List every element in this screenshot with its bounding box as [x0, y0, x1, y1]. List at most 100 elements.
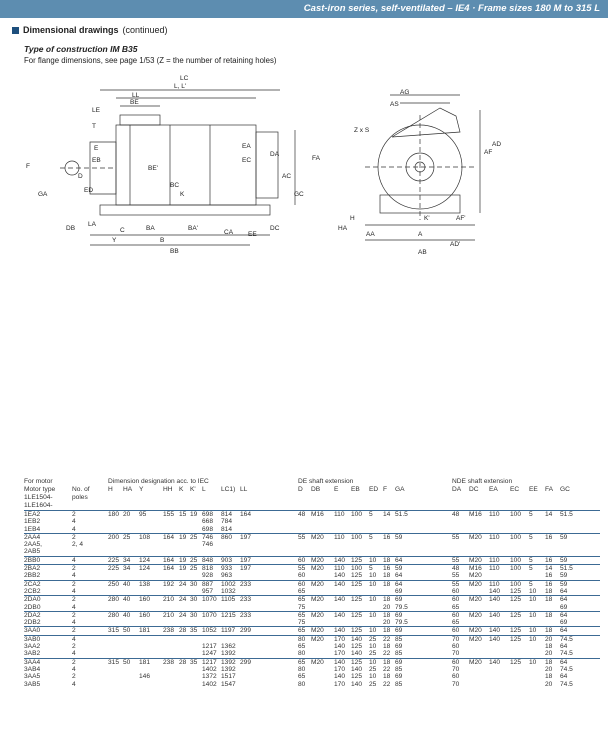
- table-cell: 125: [351, 643, 363, 651]
- dimension-table: For motor Dimension designation acc. to …: [24, 478, 600, 688]
- table-cell: 24: [179, 580, 187, 588]
- table-cell: 18: [383, 627, 391, 635]
- table-cell: 5: [529, 511, 533, 518]
- table-cell: 65: [298, 673, 306, 681]
- table-cell: 65: [452, 603, 460, 611]
- th-no-of: No. of: [72, 486, 90, 493]
- table-cell: 125: [351, 572, 363, 580]
- table-cell: 50: [123, 658, 131, 666]
- label-gc: GC: [294, 191, 304, 198]
- table-cell: 2CB2: [24, 587, 41, 595]
- label-ee: EE: [248, 231, 257, 238]
- th-col: L: [202, 486, 206, 493]
- table-cell: 225: [108, 556, 120, 564]
- table-cell: 65: [298, 643, 306, 651]
- table-cell: 110: [334, 533, 345, 541]
- table-cell: 25: [190, 533, 198, 541]
- table-cell: 4: [72, 518, 76, 526]
- table-cell: M20: [469, 611, 482, 619]
- table-cell: 100: [510, 580, 522, 588]
- table-cell: 25: [190, 556, 198, 564]
- table-cell: 210: [163, 596, 175, 604]
- table-cell: 140: [489, 627, 501, 635]
- table-cell: M20: [311, 611, 324, 619]
- table-cell: 10: [369, 580, 377, 588]
- table-cell: 10: [369, 572, 377, 580]
- table-cell: 69: [395, 627, 403, 635]
- table-cell: 25: [369, 680, 377, 688]
- table-cell: 70: [452, 665, 460, 673]
- table-cell: M20: [469, 627, 482, 635]
- table-cell: 59: [560, 533, 568, 541]
- table-cell: 140: [334, 658, 346, 666]
- table-cell: 16: [545, 556, 553, 564]
- table-cell: 22: [383, 665, 391, 673]
- table-cell: 35: [190, 627, 198, 635]
- table-cell: 35: [190, 658, 198, 666]
- table-cell: 125: [510, 635, 522, 643]
- table-cell: 5: [529, 565, 533, 573]
- table-cell: 80: [298, 665, 306, 673]
- table-cell: 110: [334, 565, 345, 573]
- table-cell: 60: [452, 643, 460, 651]
- table-cell: 1EB4: [24, 525, 41, 533]
- table-cell: 3AB0: [24, 635, 41, 643]
- table-cell: 59: [395, 533, 403, 541]
- th-col: LC1): [221, 486, 236, 493]
- table-cell: 65: [298, 596, 306, 604]
- table-cell: 4: [72, 680, 76, 688]
- table-cell: 69: [395, 643, 403, 651]
- table-cell: 69: [395, 658, 403, 666]
- label-f: F: [26, 163, 30, 170]
- table-cell: 225: [108, 565, 120, 573]
- table-cell: 3AB4: [24, 665, 41, 673]
- table-cell: 164: [240, 511, 252, 518]
- table-cell: M20: [311, 627, 324, 635]
- table-cell: 5: [529, 533, 533, 541]
- table-cell: 18: [545, 673, 553, 681]
- table-cell: 59: [560, 580, 568, 588]
- table-cell: 125: [351, 658, 363, 666]
- table-cell: 140: [334, 556, 346, 564]
- label-aa: AA: [366, 231, 375, 238]
- table-cell: 125: [351, 627, 363, 635]
- table-cell: 4: [72, 525, 76, 533]
- label-zxs: Z x S: [354, 127, 370, 134]
- table-cell: 3AB2: [24, 650, 41, 658]
- label-bc: BC: [170, 182, 179, 189]
- label-lc: LC: [180, 75, 189, 82]
- table-cell: M20: [311, 635, 324, 643]
- section-title: Dimensional drawings (continued): [12, 25, 168, 35]
- table-cell: 85: [395, 635, 403, 643]
- table-cell: 18: [383, 611, 391, 619]
- table-cell: 140: [334, 643, 346, 651]
- table-cell: 18: [383, 658, 391, 666]
- table-cell: 1517: [221, 673, 236, 681]
- table-cell: 170: [334, 665, 346, 673]
- table-cell: 28: [179, 658, 187, 666]
- label-fa: FA: [312, 155, 321, 162]
- table-cell: 18: [545, 658, 553, 666]
- table-cell: 140: [351, 680, 363, 688]
- label-b: B: [160, 237, 164, 244]
- label-a: A: [418, 231, 423, 238]
- table-cell: 69: [560, 619, 568, 627]
- table-cell: 1032: [221, 587, 236, 595]
- table-cell: 848: [202, 556, 214, 564]
- table-cell: 2: [72, 673, 76, 681]
- label-d: D: [78, 173, 83, 180]
- table-cell: 957: [202, 587, 214, 595]
- table-head-1: For motor Dimension designation acc. to …: [24, 478, 600, 486]
- table-cell: 24: [179, 596, 187, 604]
- table-cell: 280: [108, 596, 120, 604]
- table-cell: 3AA5: [24, 673, 41, 681]
- table-cell: 18: [383, 556, 391, 564]
- table-cell: 18: [383, 673, 391, 681]
- label-ha: HA: [338, 225, 348, 232]
- th-col: H: [108, 486, 113, 493]
- section-continued: (continued): [122, 25, 168, 35]
